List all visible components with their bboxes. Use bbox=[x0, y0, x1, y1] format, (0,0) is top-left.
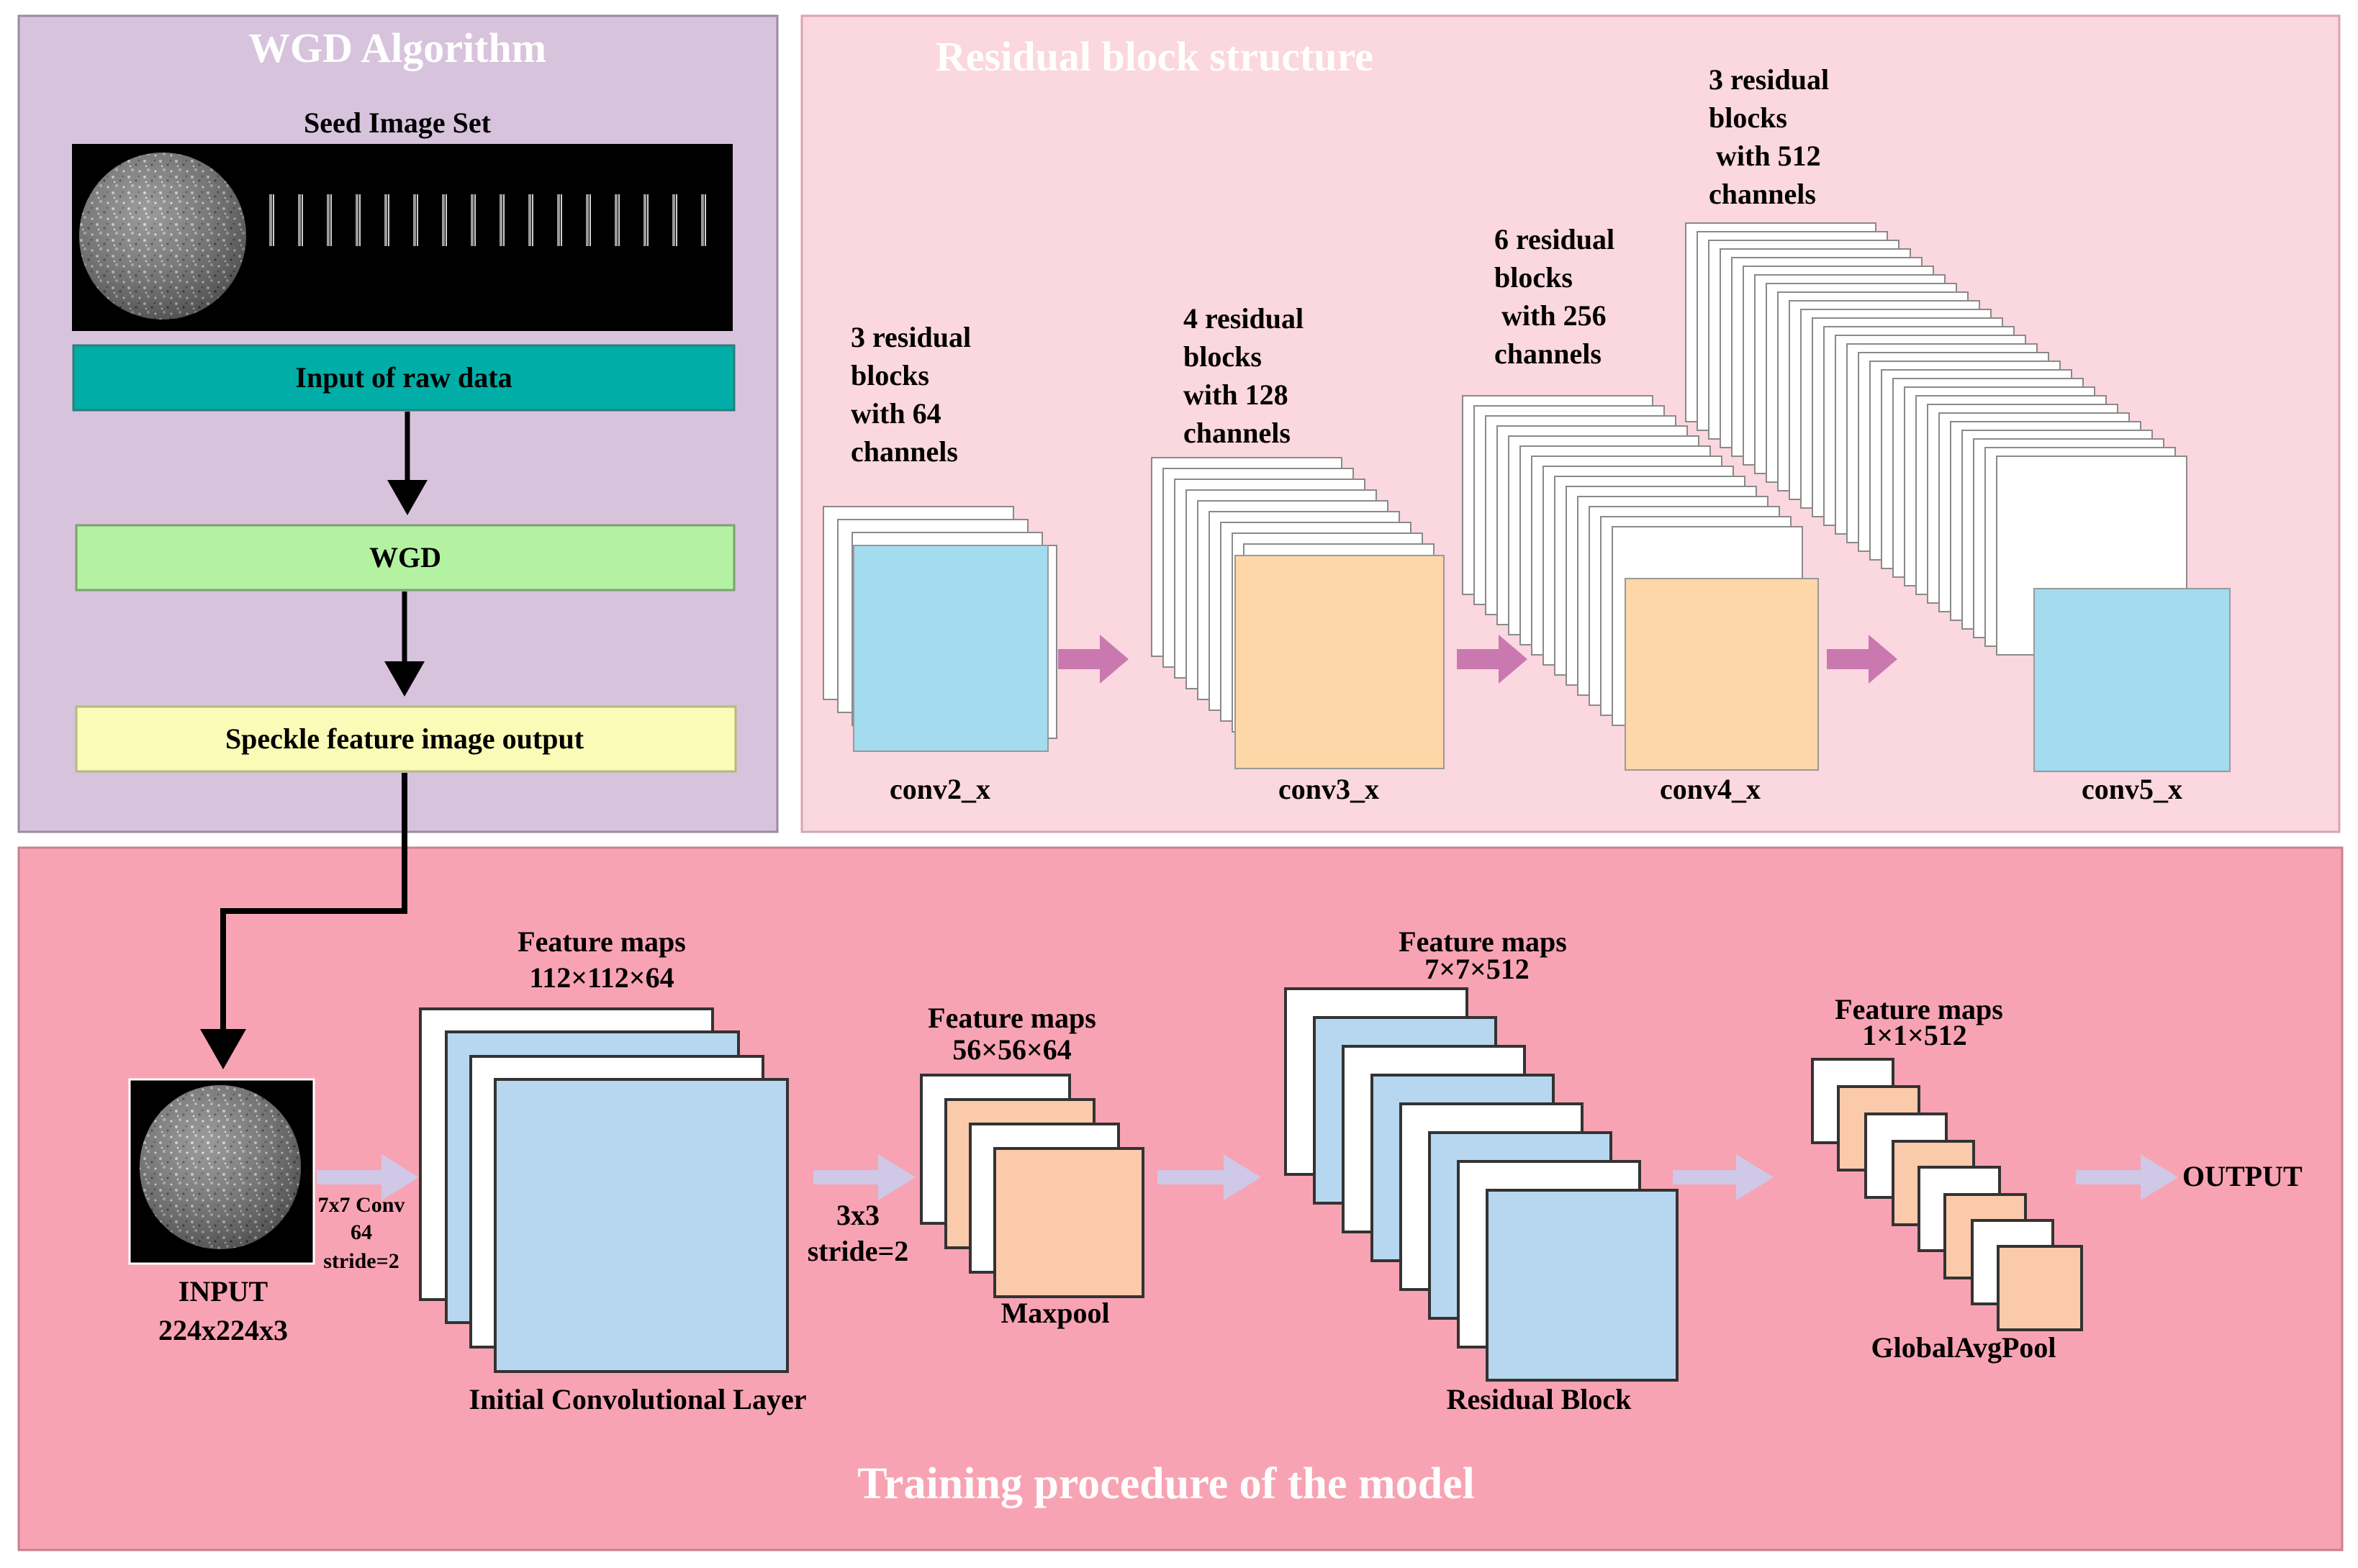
conv-note-line3: stride=2 bbox=[323, 1249, 399, 1273]
stage3-caption: Residual Block bbox=[1447, 1383, 1632, 1415]
arrow-conv4-to-conv5 bbox=[1827, 635, 1897, 684]
stage4-size: 1×1×512 bbox=[1862, 1019, 1967, 1051]
arrow-conv-to-pool bbox=[813, 1154, 916, 1200]
stage3-size: 7×7×512 bbox=[1424, 953, 1530, 985]
stage3-title: Feature maps bbox=[1399, 925, 1567, 958]
conv2-block-stack bbox=[823, 506, 1057, 752]
arrow-avgpool-to-output bbox=[2076, 1154, 2178, 1200]
conv5-desc-line3: with 512 bbox=[1709, 140, 1821, 172]
input-image bbox=[128, 1078, 315, 1265]
conv3-block-stack bbox=[1151, 457, 1445, 769]
stage4-map bbox=[1997, 1245, 2083, 1331]
conv3-desc-line3: with 128 bbox=[1183, 379, 1288, 411]
conv5-desc-line1: 3 residual bbox=[1709, 63, 1829, 96]
conv4-desc-line2: blocks bbox=[1494, 261, 1573, 294]
input-raw-data-label: Input of raw data bbox=[295, 361, 512, 394]
conv5-block-stack bbox=[1685, 222, 2231, 772]
input-size-label: 224x224x3 bbox=[158, 1314, 288, 1346]
conv4-desc-line1: 6 residual bbox=[1494, 223, 1614, 255]
stage2-title: Feature maps bbox=[928, 1002, 1096, 1034]
stage2-size: 56×56×64 bbox=[952, 1033, 1072, 1066]
stage4-caption: GlobalAvgPool bbox=[1871, 1331, 2056, 1364]
residual-front-block bbox=[1234, 555, 1445, 769]
arrow-speckle-to-input bbox=[200, 773, 407, 1069]
conv3-desc-line2: blocks bbox=[1183, 340, 1262, 373]
conv2-desc-line3: with 64 bbox=[851, 397, 941, 430]
arrow-conv2-to-conv3 bbox=[1058, 635, 1129, 684]
pool-note-line1: 3x3 bbox=[836, 1199, 880, 1231]
output-label: OUTPUT bbox=[2182, 1160, 2303, 1192]
stage2-feature-maps bbox=[920, 1074, 1144, 1298]
stage2-caption: Maxpool bbox=[1000, 1297, 1109, 1329]
conv3-label: conv3_x bbox=[1278, 773, 1379, 805]
wgd-box bbox=[75, 524, 736, 592]
conv5-desc-line2: blocks bbox=[1709, 101, 1787, 134]
arrow-input-to-conv bbox=[317, 1154, 419, 1200]
arrow-pool-to-residual bbox=[1157, 1154, 1261, 1200]
stage4-title: Feature maps bbox=[1835, 993, 2003, 1025]
conv4-block-stack bbox=[1462, 395, 1819, 771]
stage3-map bbox=[1486, 1189, 1679, 1382]
residual-stages: 3 residual blocks with 64 channels conv2… bbox=[823, 63, 2231, 805]
speckle-output-box bbox=[75, 705, 737, 773]
speckle-output-label: Speckle feature image output bbox=[225, 722, 584, 755]
conv-note-line1: 7x7 Conv bbox=[318, 1193, 405, 1217]
arrow-residual-to-avgpool bbox=[1673, 1154, 1774, 1200]
conv2-label: conv2_x bbox=[890, 773, 990, 805]
input-label: INPUT bbox=[179, 1275, 268, 1308]
stage1-map bbox=[494, 1078, 789, 1373]
conv4-label: conv4_x bbox=[1660, 773, 1761, 805]
residual-front-block bbox=[1625, 578, 1819, 771]
conv2-desc-line4: channels bbox=[851, 435, 958, 468]
conv5-label: conv5_x bbox=[2082, 773, 2182, 805]
conv3-desc-line1: 4 residual bbox=[1183, 302, 1304, 335]
input-raw-data-box bbox=[72, 344, 736, 412]
conv2-desc-line2: blocks bbox=[851, 359, 929, 391]
training-panel-title: Training procedure of the model bbox=[857, 1459, 1475, 1508]
conv5-desc-line4: channels bbox=[1709, 178, 1816, 210]
stage1-title: Feature maps bbox=[518, 925, 686, 958]
stage1-feature-maps bbox=[419, 1007, 789, 1373]
residual-panel-title: Residual block structure bbox=[936, 33, 1373, 80]
residual-front-block bbox=[2033, 588, 2231, 772]
conv-note-line2: 64 bbox=[351, 1220, 372, 1244]
arrow-conv3-to-conv4 bbox=[1457, 635, 1527, 684]
stage1-caption: Initial Convolutional Layer bbox=[469, 1383, 807, 1415]
wgd-box-label: WGD bbox=[369, 541, 441, 574]
conv4-desc-line4: channels bbox=[1494, 337, 1602, 370]
stage3-feature-maps bbox=[1284, 987, 1679, 1382]
stage4-feature-maps bbox=[1811, 1058, 2083, 1331]
stage2-map bbox=[993, 1147, 1144, 1298]
speckle-sequence-image bbox=[72, 144, 733, 331]
wgd-panel-title: WGD Algorithm bbox=[248, 24, 546, 71]
conv2-desc-line1: 3 residual bbox=[851, 321, 971, 353]
residual-front-block bbox=[853, 545, 1049, 752]
seed-image-set-label: Seed Image Set bbox=[304, 107, 492, 139]
conv4-desc-line3: with 256 bbox=[1494, 299, 1607, 332]
pool-note-line2: stride=2 bbox=[808, 1235, 909, 1267]
stage1-size: 112×112×64 bbox=[529, 961, 674, 994]
conv3-desc-line4: channels bbox=[1183, 417, 1291, 449]
